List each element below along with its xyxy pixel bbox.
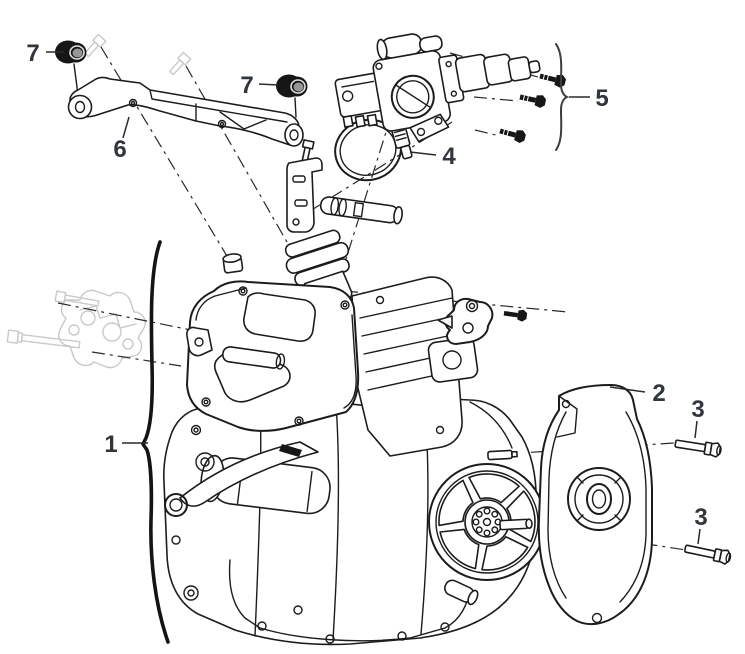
ghost-bolt-left-long xyxy=(6,329,81,349)
coolant-pipe xyxy=(164,441,319,517)
mounting-stud-lower xyxy=(499,518,533,531)
callout-label-1: 1 xyxy=(104,431,117,458)
oil-filler-cap xyxy=(222,253,244,274)
cylinder-head xyxy=(351,276,479,457)
callout-label-7-left: 7 xyxy=(26,40,39,67)
callout-label-7-right: 7 xyxy=(240,72,253,99)
throttle-screw-1 xyxy=(539,73,566,88)
mounting-stud-upper xyxy=(487,449,518,461)
map-sensor xyxy=(437,297,494,345)
ghost-bolt-left-short xyxy=(54,290,100,307)
callout-label-5: 5 xyxy=(595,85,608,112)
support-bracket xyxy=(67,63,304,147)
sensor-screw xyxy=(503,309,528,322)
flange-bolt-upper xyxy=(674,439,722,458)
throttle-body-assembly xyxy=(334,33,541,143)
ghost-bolt-top-mid xyxy=(169,51,192,76)
exhaust-flange xyxy=(279,444,302,457)
valve-cover xyxy=(186,253,360,432)
intake-boot xyxy=(284,229,353,312)
callout-leader-lines xyxy=(46,51,701,545)
throttle-group-brace xyxy=(555,43,570,151)
engine-assembly xyxy=(163,229,546,646)
rubber-grommet-left xyxy=(55,40,87,64)
side-cover xyxy=(537,384,653,626)
throttle-screw-3 xyxy=(499,128,526,143)
callout-label-2: 2 xyxy=(652,380,665,407)
flange-bolt-lower xyxy=(684,544,732,565)
idle-valve-cylinder xyxy=(319,196,403,225)
ghost-bracket-assembly xyxy=(58,289,146,369)
engine-group-brace xyxy=(141,240,170,644)
l-bracket xyxy=(286,157,323,233)
sensor-bracket-assembly xyxy=(286,139,403,233)
throttle-screw-2 xyxy=(519,94,547,108)
rubber-grommet-right xyxy=(276,74,308,98)
callout-label-3-lower: 3 xyxy=(694,504,707,531)
callout-label-3-upper: 3 xyxy=(691,396,704,423)
ghost-bolt-top-left xyxy=(84,33,107,58)
drain-spigot xyxy=(444,579,479,606)
cooling-fan xyxy=(428,463,546,581)
callout-label-4: 4 xyxy=(442,143,456,170)
callout-label-6: 6 xyxy=(113,136,126,163)
